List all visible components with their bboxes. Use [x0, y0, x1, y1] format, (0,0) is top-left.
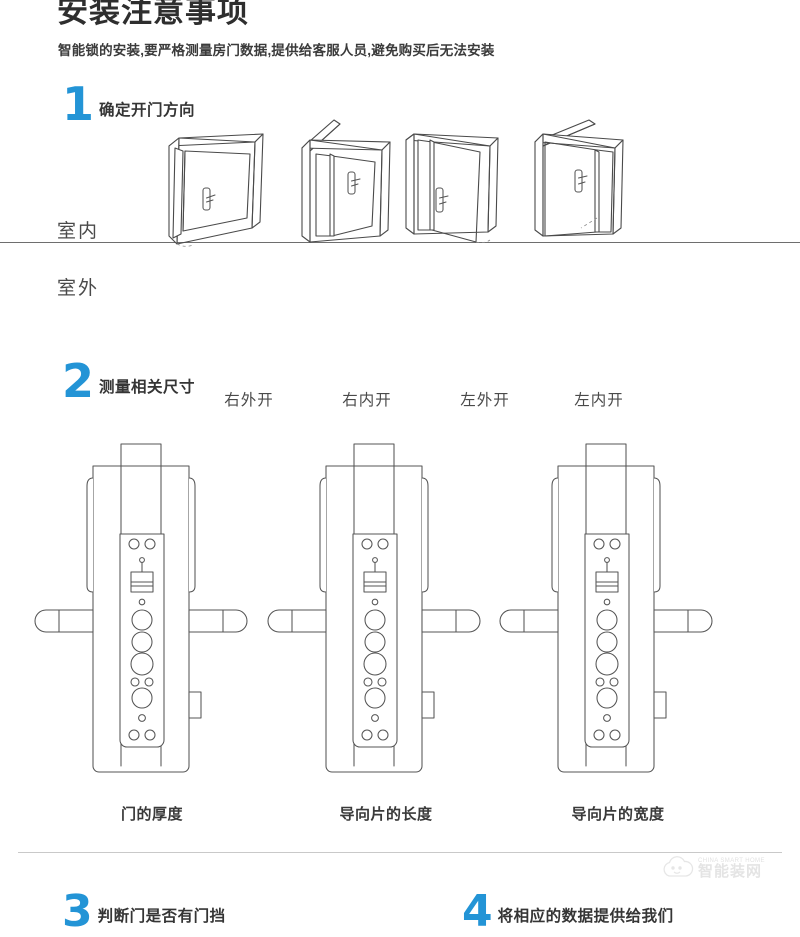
- door-direction-diagram: 室内 室外: [0, 118, 800, 409]
- outdoor-label: 室外: [57, 278, 100, 299]
- page-subtitle: 智能锁的安装,要严格测量房门数据,提供给客服人员,避免购买后无法安装: [58, 43, 495, 58]
- door-caption: 左内开: [574, 392, 624, 409]
- watermark-chinese: 智能装网: [698, 863, 763, 881]
- lock-measurement-diagram: [0, 430, 800, 830]
- step-number: 2: [62, 354, 95, 408]
- smart-lock-front-icon: [267, 430, 508, 800]
- ground-line: [0, 242, 800, 243]
- step-number: 3: [62, 886, 93, 937]
- door-caption: 左外开: [460, 392, 510, 409]
- watermark: CHINA SMART HOME 智能装网: [660, 848, 800, 890]
- lock-caption: 导向片的宽度: [571, 806, 665, 823]
- section-divider: [18, 852, 782, 853]
- lock-caption: 导向片的长度: [339, 806, 433, 823]
- step-header-2: 2 测量相关尺寸: [62, 354, 196, 408]
- smart-lock-front-icon: [499, 430, 740, 800]
- step-number: 4: [462, 886, 493, 937]
- step-label: 将相应的数据提供给我们: [497, 908, 674, 926]
- step-header-1: 1 确定开门方向: [62, 77, 196, 131]
- indoor-label: 室内: [57, 221, 100, 242]
- door-caption: 右内开: [342, 392, 392, 409]
- door-left-inward-icon: [505, 118, 655, 243]
- door-caption: 右外开: [224, 392, 274, 409]
- step-label: 测量相关尺寸: [99, 379, 196, 397]
- step-header-3: 3 判断门是否有门挡: [62, 886, 226, 937]
- step-header-4: 4 将相应的数据提供给我们: [462, 886, 674, 937]
- step-number: 1: [62, 77, 95, 131]
- smart-lock-front-icon: [34, 430, 275, 800]
- door-right-inward-icon: [272, 118, 422, 243]
- cloud-logo-icon: [663, 856, 694, 877]
- step-label: 确定开门方向: [99, 102, 196, 120]
- watermark-english: CHINA SMART HOME: [698, 857, 765, 864]
- lock-caption: 门的厚度: [120, 806, 183, 823]
- door-right-outward-icon: [155, 118, 305, 247]
- step-label: 判断门是否有门挡: [97, 908, 226, 926]
- door-left-outward-icon: [390, 118, 540, 244]
- page-title: 安装注意事项: [57, 0, 249, 29]
